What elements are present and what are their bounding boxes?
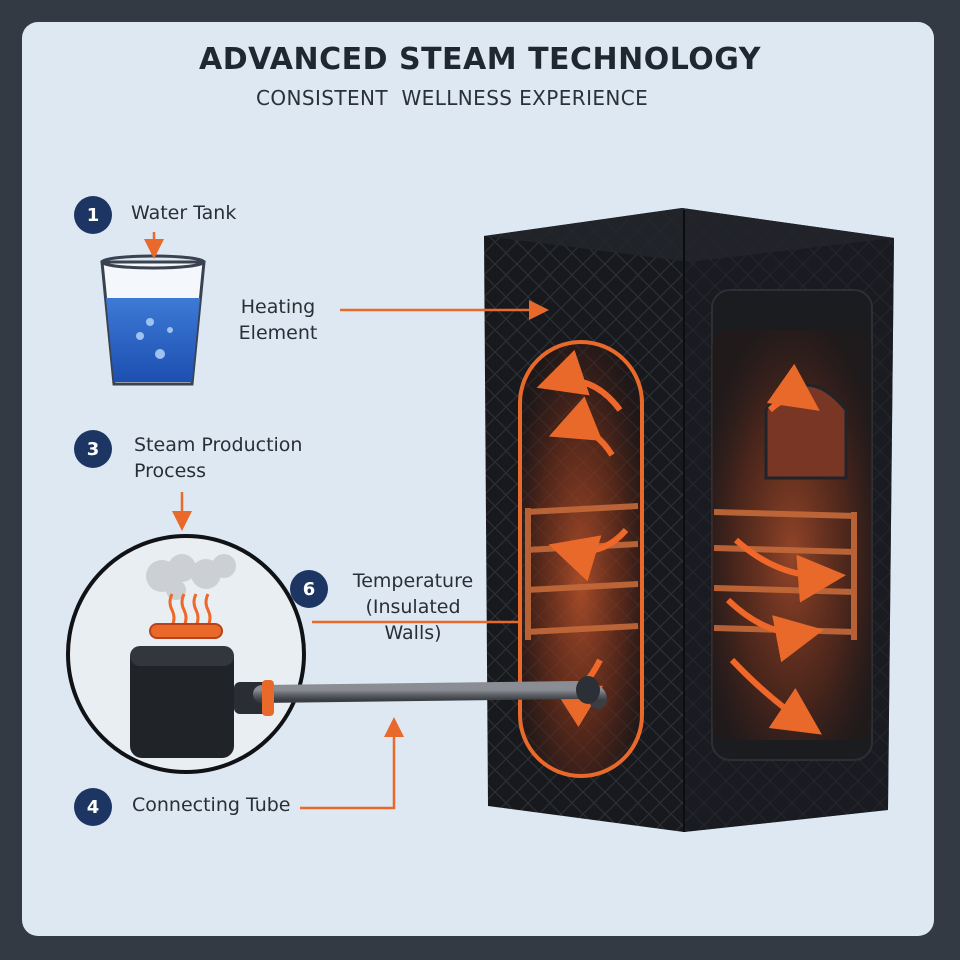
step-badge-1: 1 [74, 196, 112, 234]
water-tank-glass [100, 254, 206, 386]
label-steam-production: Steam Production Process [134, 434, 303, 482]
step-badge-6: 6 [290, 570, 328, 608]
page-title: ADVANCED STEAM TECHNOLOGY [199, 42, 761, 77]
label-heating-element: Heating Element [238, 296, 318, 344]
label-temperature: Temperature (Insulated Walls) [352, 570, 474, 644]
label-water-tank: Water Tank [131, 202, 237, 224]
page-subtitle: CONSISTENT WELLNESS EXPERIENCE [256, 86, 649, 110]
sauna-tent [484, 208, 894, 832]
steamer-zoom [66, 534, 306, 774]
label-connecting-tube: Connecting Tube [132, 794, 291, 816]
step-badge-3: 3 [74, 430, 112, 468]
step-badge-4: 4 [74, 788, 112, 826]
callout-leaders [144, 232, 549, 810]
left-panel-glow [518, 340, 644, 778]
connecting-tube [253, 676, 607, 716]
